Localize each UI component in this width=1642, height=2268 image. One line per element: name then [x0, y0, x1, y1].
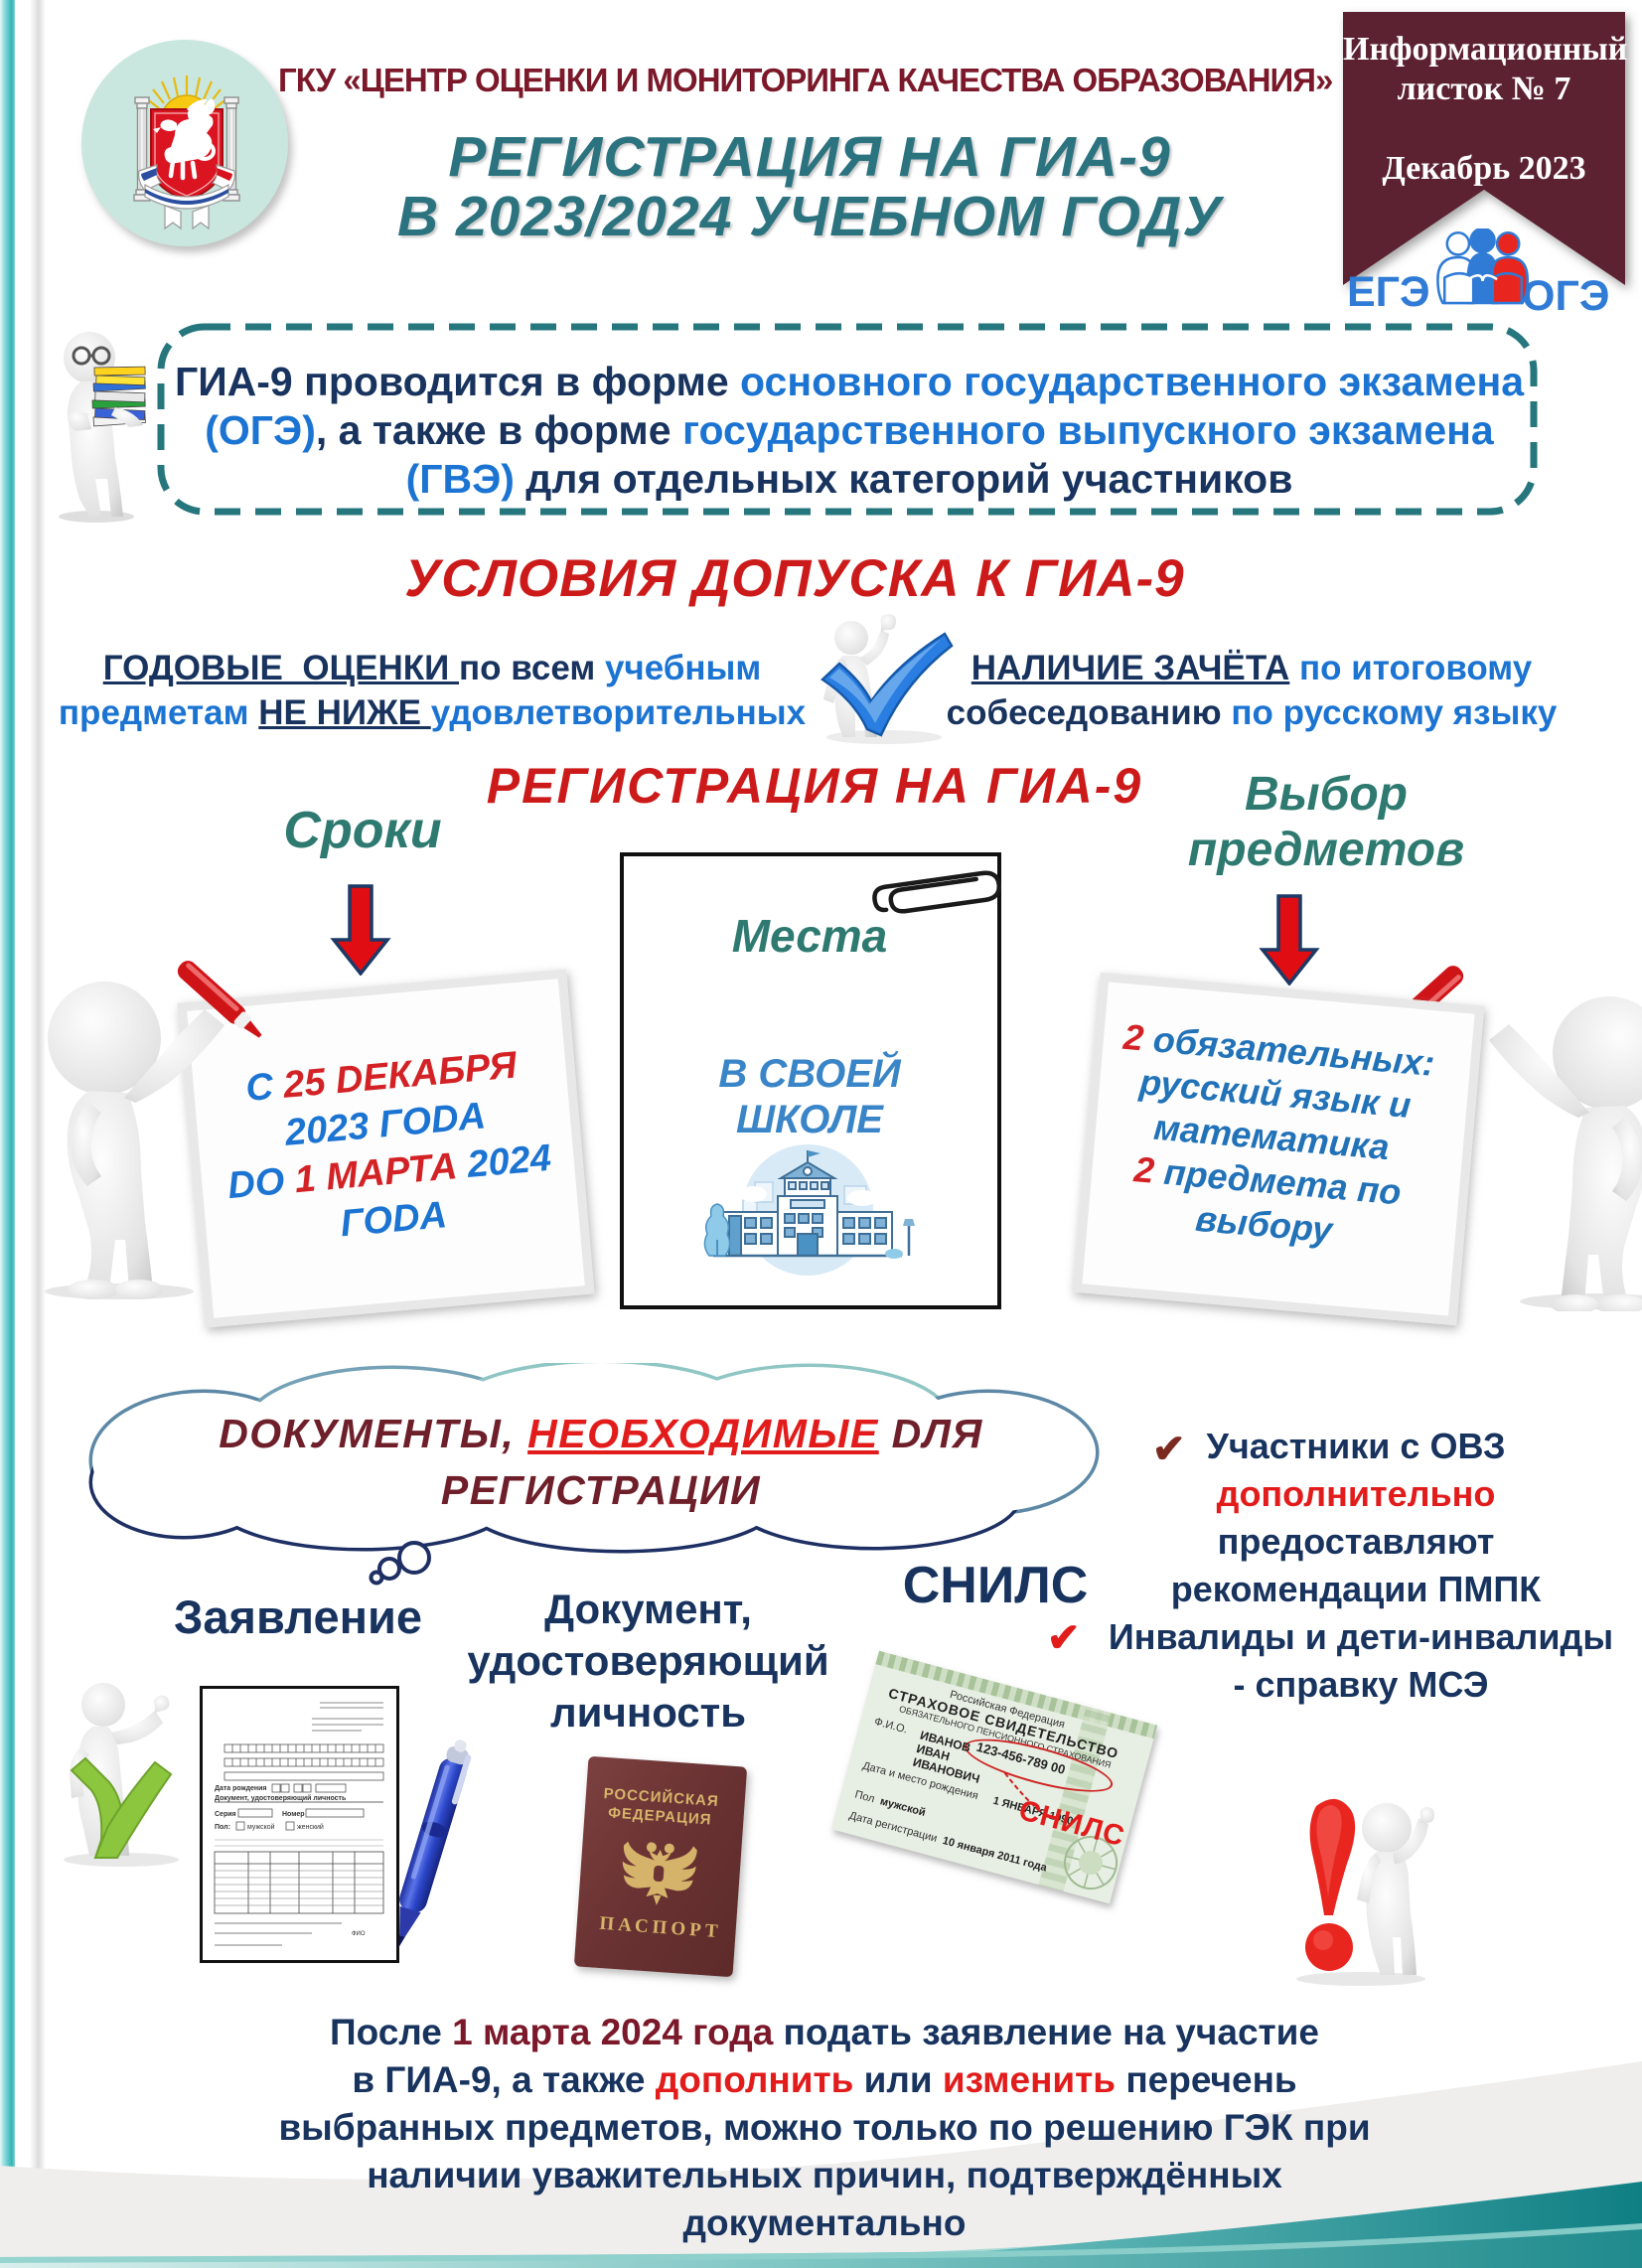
svg-text:мужской: мужской [247, 1823, 275, 1831]
svg-text:Пол:: Пол: [215, 1824, 230, 1831]
svg-text:ФИО: ФИО [352, 1931, 366, 1937]
svg-text:Номер: Номер [282, 1811, 305, 1818]
svg-text:женский: женский [297, 1823, 324, 1831]
svg-text:Дата рождения: Дата рождения [215, 1785, 267, 1792]
svg-text:Серия: Серия [215, 1811, 236, 1818]
svg-text:Документ, удостоверяющий лично: Документ, удостоверяющий личность [215, 1794, 347, 1802]
